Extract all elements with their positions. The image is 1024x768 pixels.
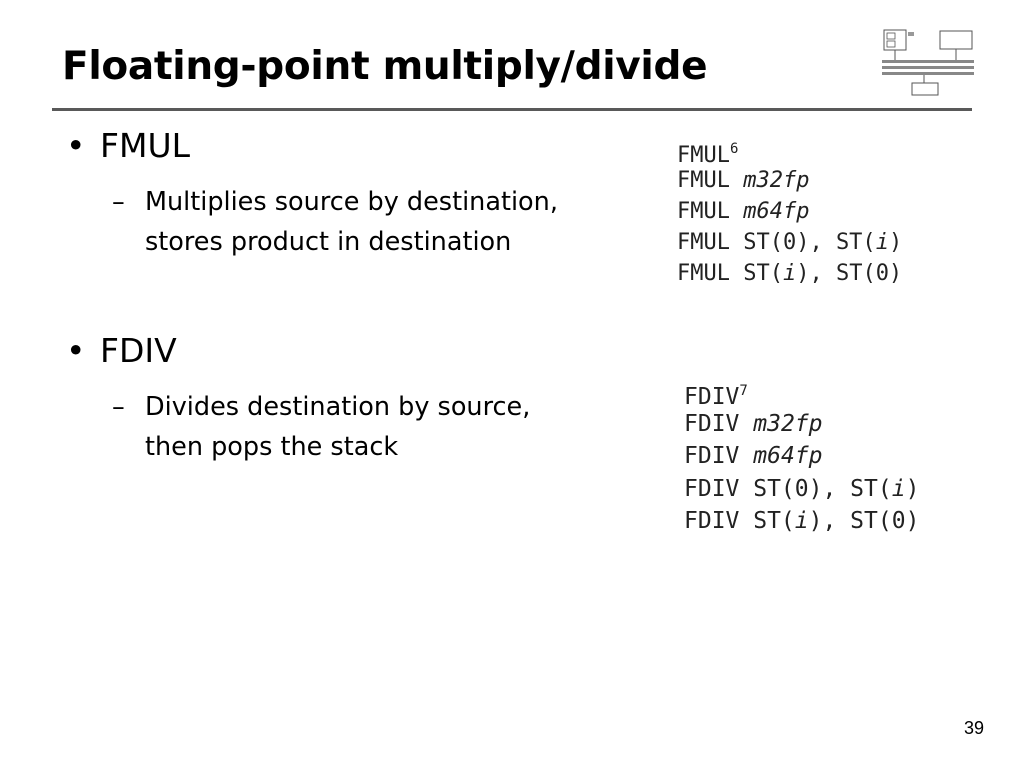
syntax-line: FMUL ST(i), ST(0) [677, 261, 903, 286]
bullet-marker: • [66, 331, 86, 370]
bullet-label: FDIV [100, 331, 177, 370]
syntax-line: FDIV ST(i), ST(0) [684, 508, 920, 534]
syntax-line: FDIV ST(0), ST(i) [684, 475, 920, 502]
sub-marker: – [112, 392, 125, 422]
fdiv-syntax-block: FDIV7 FDIV m32fp FDIV m64fp FDIV ST(0), … [684, 375, 919, 538]
bullet-fmul: • FMUL [66, 126, 190, 165]
bullet-marker: • [66, 126, 86, 165]
fmul-syntax-block: FMUL6 FMUL m32fp FMUL m64fp FMUL ST(0), … [677, 134, 902, 289]
sub-line: Divides destination by source, [145, 392, 531, 422]
bullet-label: FMUL [100, 126, 190, 165]
page-number: 39 [964, 718, 985, 738]
syntax-line: FMUL ST(0), ST(i) [677, 230, 903, 255]
syntax-line: FMUL m64fp [677, 199, 810, 224]
title-divider [52, 108, 972, 111]
syntax-line: FMUL m32fp [677, 168, 810, 193]
slide-title: Floating-point multiply/divide [62, 44, 708, 89]
sub-line: then pops the stack [145, 432, 399, 462]
syntax-line: FDIV m64fp [684, 443, 823, 469]
sub-marker: – [112, 187, 125, 217]
computer-architecture-diagram-icon [882, 29, 974, 96]
bullet-fdiv: • FDIV [66, 331, 177, 370]
sub-line: stores product in destination [145, 227, 512, 257]
sub-line: Multiplies source by destination, [145, 187, 558, 217]
syntax-line: FDIV m32fp [684, 410, 823, 437]
syntax-line: FMUL6 [677, 141, 739, 168]
syntax-line: FDIV7 [684, 383, 748, 410]
